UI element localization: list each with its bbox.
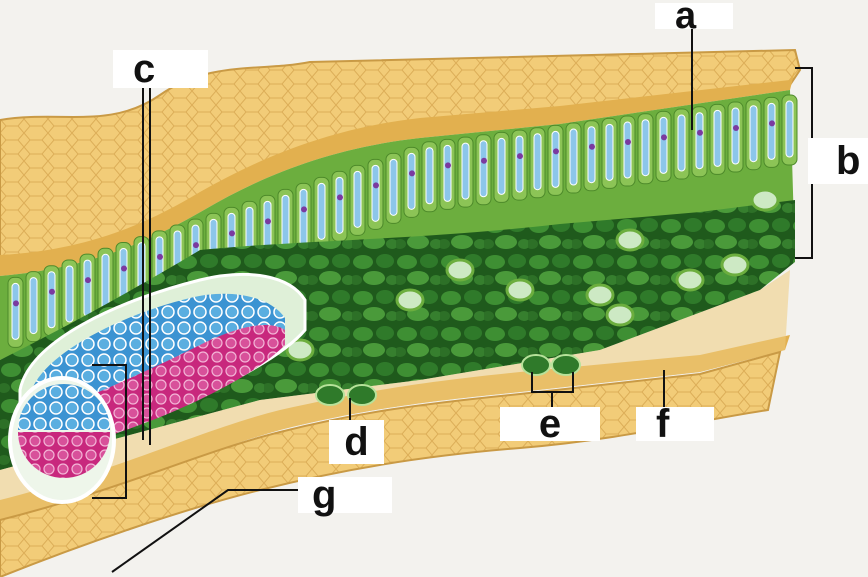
palisade-cell xyxy=(746,100,761,170)
palisade-cell xyxy=(350,165,365,235)
palisade-cell xyxy=(764,97,779,167)
palisade-cell xyxy=(710,104,725,174)
palisade-cell xyxy=(422,142,437,212)
spongy-cell xyxy=(617,230,643,250)
palisade-cell xyxy=(620,116,635,186)
label-c: c xyxy=(113,50,208,88)
palisade-cell xyxy=(728,102,743,172)
palisade-cell xyxy=(404,147,419,217)
palisade-cell xyxy=(674,109,689,179)
label-d: d xyxy=(329,420,384,464)
label-e: e xyxy=(500,407,600,441)
label-f: f xyxy=(636,407,714,441)
spongy-cell xyxy=(752,190,778,210)
palisade-cell xyxy=(530,128,545,198)
palisade-cell xyxy=(782,95,797,165)
spongy-cell xyxy=(722,255,748,275)
spongy-cell xyxy=(507,280,533,300)
palisade-cell xyxy=(692,107,707,177)
palisade-cell xyxy=(440,139,455,209)
palisade-cell xyxy=(512,130,527,200)
palisade-cell xyxy=(26,272,41,342)
palisade-cell xyxy=(476,135,491,205)
palisade-cell xyxy=(494,132,509,202)
palisade-cell xyxy=(368,159,383,229)
palisade-cell xyxy=(584,121,599,191)
palisade-cell xyxy=(602,118,617,188)
spongy-cell xyxy=(607,305,633,325)
palisade-cell xyxy=(332,171,347,241)
palisade-cell xyxy=(458,137,473,207)
label-a: a xyxy=(655,3,733,29)
palisade-cell xyxy=(44,266,59,336)
palisade-cell xyxy=(566,123,581,193)
spongy-cell xyxy=(587,285,613,305)
palisade-cell xyxy=(62,260,77,330)
palisade-cell xyxy=(548,125,563,195)
palisade-cell xyxy=(638,114,653,184)
spongy-cell xyxy=(447,260,473,280)
palisade-cell xyxy=(656,111,671,181)
palisade-cell xyxy=(386,153,401,223)
label-b: b xyxy=(808,138,868,184)
palisade-cell xyxy=(314,177,329,247)
label-g: g xyxy=(298,477,392,513)
spongy-cell xyxy=(677,270,703,290)
spongy-cell xyxy=(397,290,423,310)
palisade-cell xyxy=(8,277,23,347)
